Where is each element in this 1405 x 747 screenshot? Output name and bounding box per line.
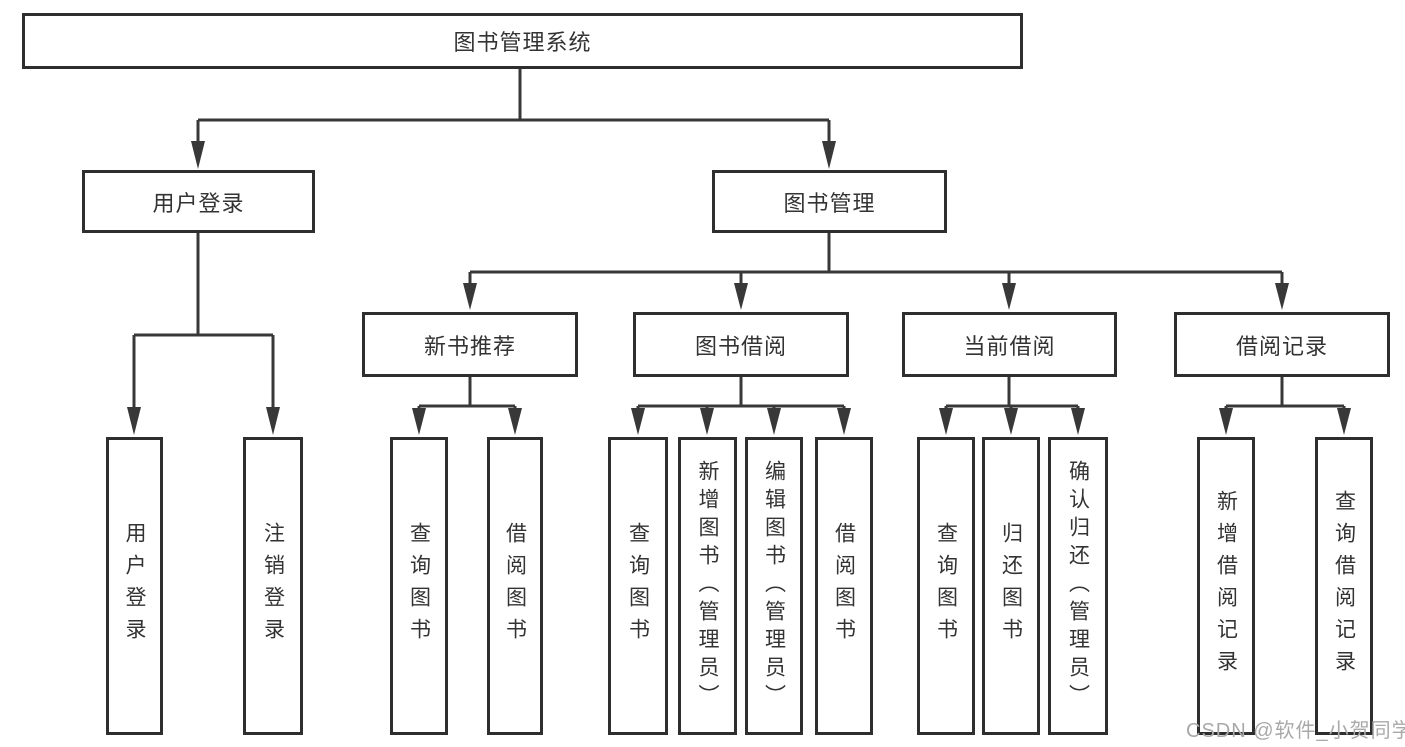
arrowhead: [127, 407, 141, 435]
node-label: 查询图书: [934, 522, 958, 650]
leaf-add-borrow-record: 新增借阅记录: [1197, 437, 1255, 735]
leaf-return-book: 归还图书: [982, 437, 1040, 735]
arrowhead: [191, 141, 205, 169]
node-label: 图书管理系统: [453, 30, 592, 55]
node-library-management-system: 图书管理系统: [22, 13, 1023, 69]
node-label: 图书管理: [783, 190, 876, 216]
arrowhead: [1002, 283, 1016, 310]
node-label: 注销登录: [261, 522, 285, 650]
arrowhead: [1004, 408, 1018, 435]
node-label: 查询图书: [626, 522, 650, 650]
arrowhead: [463, 283, 477, 310]
node-book-management: 图书管理: [712, 170, 947, 233]
node-label: 借阅图书: [503, 522, 527, 650]
node-label: 归还图书: [999, 522, 1023, 650]
node-new-book-recommend: 新书推荐: [362, 312, 578, 377]
leaf-borrow-book-borrow: 借阅图书: [815, 437, 873, 735]
node-label: 查询图书: [407, 522, 431, 650]
node-book-borrowing: 图书借阅: [633, 312, 849, 377]
node-user-login: 用户登录: [82, 170, 315, 233]
node-label: 图书借阅: [694, 333, 787, 359]
leaf-query-book-borrow: 查询图书: [608, 437, 668, 735]
node-label: 借阅记录: [1235, 333, 1328, 359]
arrowhead: [1219, 408, 1233, 435]
arrowhead: [266, 407, 280, 435]
arrowhead: [822, 141, 836, 169]
node-borrowing-records: 借阅记录: [1174, 312, 1390, 377]
arrowhead: [508, 408, 522, 435]
node-label: 新增图书（管理员）: [696, 460, 719, 712]
leaf-edit-book-admin: 编辑图书（管理员）: [745, 437, 803, 735]
arrowhead: [734, 283, 748, 310]
leaf-query-book-newrec: 查询图书: [390, 437, 448, 735]
leaf-add-book-admin: 新增图书（管理员）: [678, 437, 737, 735]
arrowhead: [631, 408, 645, 435]
arrowhead: [939, 408, 953, 435]
arrowhead: [1275, 283, 1289, 310]
arrowhead: [1071, 408, 1085, 435]
csdn-watermark: CSDN @软件_小贺同学: [1186, 720, 1405, 742]
arrowhead: [837, 408, 851, 435]
node-label: 当前借阅: [963, 333, 1056, 359]
node-label: 新书推荐: [423, 333, 516, 359]
arrowhead: [1337, 408, 1351, 435]
arrowhead: [767, 408, 781, 435]
arrowhead: [700, 408, 714, 435]
leaf-confirm-return-admin: 确认归还（管理员）: [1048, 437, 1108, 735]
node-label: 确认归还（管理员）: [1066, 460, 1090, 712]
leaf-user-login: 用户登录: [106, 437, 163, 735]
node-label: 借阅图书: [832, 522, 856, 650]
arrowhead: [412, 408, 426, 435]
node-label: 新增借阅记录: [1214, 490, 1238, 682]
leaf-borrow-book-newrec: 借阅图书: [487, 437, 543, 735]
leaf-logout: 注销登录: [243, 437, 303, 735]
leaf-query-book-current: 查询图书: [917, 437, 975, 735]
node-label: 用户登录: [123, 522, 146, 650]
node-label: 编辑图书（管理员）: [762, 460, 786, 712]
node-label: 查询借阅记录: [1332, 490, 1356, 682]
node-label: 用户登录: [152, 190, 245, 216]
node-current-borrowing: 当前借阅: [902, 312, 1117, 377]
leaf-query-borrow-record: 查询借阅记录: [1315, 437, 1373, 735]
